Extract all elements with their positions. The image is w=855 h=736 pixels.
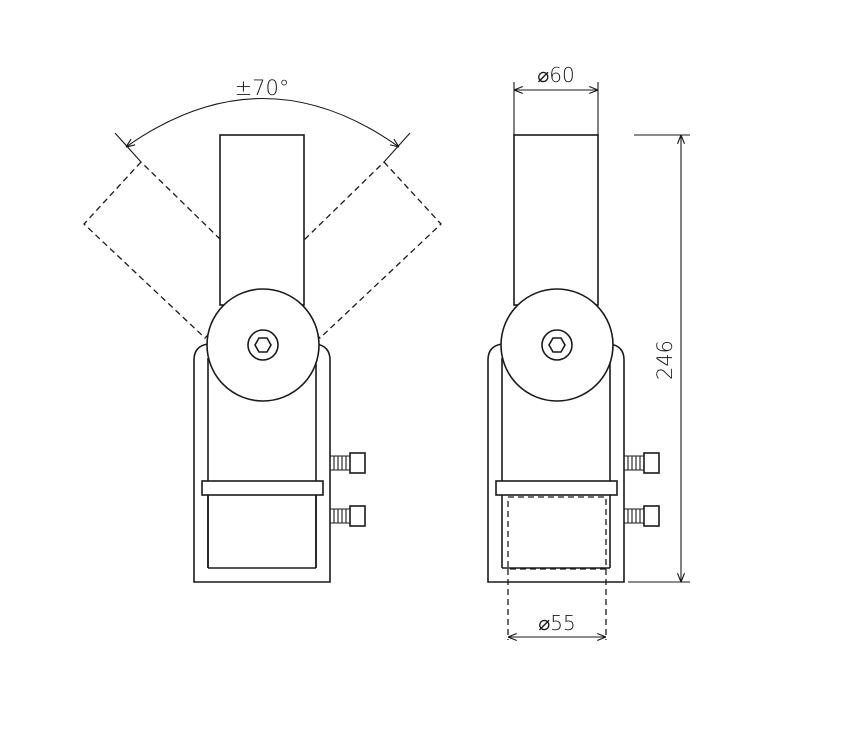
top-diameter-dimension: ⌀60 xyxy=(513,63,599,135)
side-screw-upper-right xyxy=(624,452,660,474)
diameter-symbol-bottom: ⌀ xyxy=(538,611,550,635)
bottom-diameter-label: 55 xyxy=(550,611,575,635)
bracket-body-left xyxy=(193,343,331,583)
upright-pipe xyxy=(219,134,305,306)
svg-text:⌀55: ⌀55 xyxy=(538,611,576,635)
height-label: 246 xyxy=(653,340,677,380)
right-view: ⌀60 ⌀55 246 xyxy=(487,63,690,640)
angle-label: ±70° xyxy=(235,76,290,100)
side-screw-lower-right xyxy=(624,505,660,527)
side-screw-upper-left xyxy=(330,452,366,474)
inserted-pipe-dashed xyxy=(507,496,607,640)
top-diameter-label: 60 xyxy=(549,63,574,87)
svg-text:⌀60: ⌀60 xyxy=(537,63,575,87)
diameter-symbol-top: ⌀ xyxy=(537,63,549,87)
rotated-pipe-left-dashed xyxy=(83,161,263,339)
left-view: ±70° xyxy=(83,76,442,583)
height-dimension: 246 xyxy=(628,134,690,583)
side-pipe xyxy=(513,134,599,306)
side-screw-lower-left xyxy=(330,505,366,527)
angle-dimension: ±70° xyxy=(114,76,411,163)
rotated-pipe-right-dashed xyxy=(262,161,442,339)
bottom-diameter-dimension: ⌀55 xyxy=(508,611,606,637)
